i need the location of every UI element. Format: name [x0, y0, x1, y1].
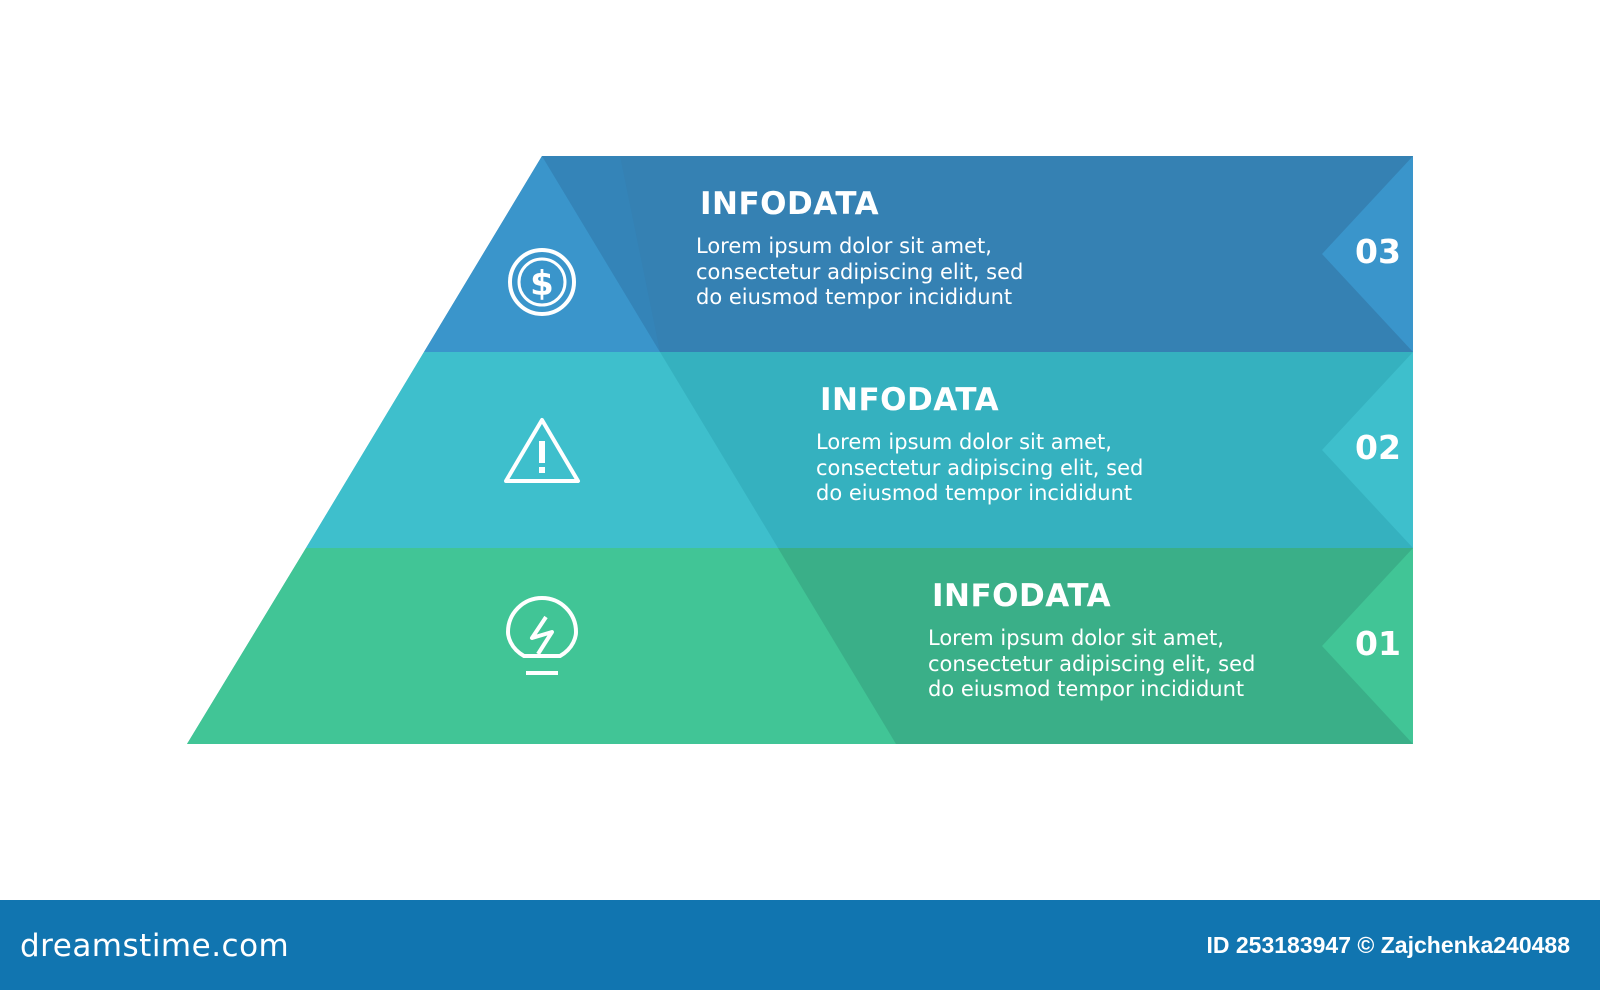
footer-bar: dreamstime.com ID 253183947 © Zajchenka2… — [0, 900, 1600, 990]
level-1-band — [187, 548, 1413, 744]
level-3-description: Lorem ipsum dolor sit amet, consectetur … — [696, 234, 1024, 309]
dollar-coin-icon: $ — [508, 248, 576, 316]
pyramid-infographic: $ — [187, 156, 1413, 744]
level-2-number: 02 — [1355, 428, 1401, 467]
level-3-band — [424, 156, 1413, 352]
lightbulb-icon — [506, 596, 578, 675]
level-2-title: INFODATA — [820, 382, 1000, 418]
svg-text:$: $ — [530, 264, 554, 304]
warning-triangle-icon — [504, 418, 580, 483]
level-3-number: 03 — [1355, 232, 1401, 271]
footer-brand: dreamstime.com — [20, 928, 290, 964]
level-1-number: 01 — [1355, 624, 1401, 663]
level-1-description: Lorem ipsum dolor sit amet, consectetur … — [928, 626, 1256, 701]
level-3-title: INFODATA — [700, 186, 880, 222]
level-2-description: Lorem ipsum dolor sit amet, consectetur … — [816, 430, 1144, 505]
footer-credit: ID 253183947 © Zajchenka240488 — [1206, 932, 1571, 958]
level-1-title: INFODATA — [932, 578, 1112, 614]
